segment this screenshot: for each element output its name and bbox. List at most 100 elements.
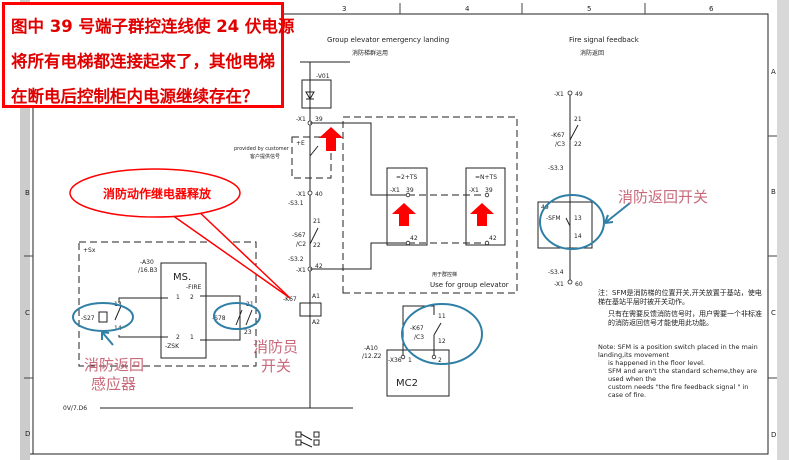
note-en-3: SFM and aren't the standard scheme,they … — [608, 367, 758, 383]
column-6: 6 — [709, 5, 714, 13]
page-edge-right — [777, 0, 789, 460]
arrow-icon — [604, 202, 631, 224]
k67-contact-ellipse — [401, 303, 483, 365]
sfm-label: -SFM — [546, 215, 561, 222]
fire-label: -FIRE — [186, 284, 202, 291]
callout-bubble: 消防动作继电器释放 — [69, 168, 291, 299]
note-en-4: custom needs "the fire feedback signal "… — [608, 383, 749, 399]
note-en-2: is happened in the floor level. — [608, 359, 705, 367]
k67-c22: 22 — [574, 141, 582, 148]
terminal-60: 60 — [575, 281, 583, 288]
note-cn-1: 注：SFM是消防梯的位置开关,开关放置于基站，使电梯在基站平层时被开关动作。 — [598, 289, 762, 306]
x1-39-label: -X1 — [296, 116, 306, 123]
terminal-39: 39 — [315, 116, 323, 123]
use-group-cn: 用于群控梯 — [432, 271, 457, 278]
question-box: 图中 39 号端子群控连线使 24 伏电源 将所有电梯都连接起来了，其他电梯 在… — [2, 2, 294, 108]
row-d-left: D — [25, 430, 30, 438]
v01-box — [301, 79, 332, 109]
column-3: 3 — [342, 5, 346, 13]
x36-p1: 1 — [408, 357, 412, 364]
terminal-40: 40 — [315, 191, 323, 198]
tsn-39: 39 — [485, 187, 493, 194]
sensor-label-1: 消防返回 — [84, 356, 144, 374]
row-b: B — [771, 188, 776, 196]
s34-label: -S3.4 — [548, 269, 564, 276]
ff-k67-ref: /C3 — [555, 141, 565, 148]
e-box-label: +E — [296, 140, 305, 147]
group-landing-title: Group elevator emergency landing — [327, 36, 449, 44]
group-elevator-box — [342, 116, 518, 294]
note-cn-2: 只有在需要反馈消防信号时，用户需要一个非标准的消防返回信号才能使用此功能。 — [608, 310, 762, 327]
ms-p2b: 2 — [190, 294, 194, 301]
row-c-left: C — [25, 309, 30, 317]
use-group-en: Use for group elevator — [430, 281, 509, 289]
fire-feedback-circuit: Fire signal feedback 消防返回 -X1 49 21 -K67… — [537, 36, 640, 288]
s78-label: -S78 — [212, 315, 226, 322]
mc2-k67-ref: /C3 — [414, 334, 424, 341]
ts2-x1: -X1 — [390, 187, 400, 194]
group-landing-title-cn: 消防梯群运用 — [352, 49, 388, 57]
row-c: C — [771, 309, 776, 317]
sx-box — [78, 241, 257, 367]
question-line: 将所有电梯都连接起来了，其他电梯 — [11, 52, 275, 71]
k67-a2: A2 — [312, 319, 320, 326]
fire-feedback-title: Fire signal feedback — [569, 36, 640, 44]
notes: 注：SFM是消防梯的位置开关,开关放置于基站，使电梯在基站平层时被开关动作。 只… — [598, 289, 764, 399]
x1-49-label: -X1 — [554, 91, 564, 98]
page-edge-left — [20, 0, 30, 460]
k67-a1: A1 — [312, 293, 320, 300]
x1-60-label: -X1 — [554, 281, 564, 288]
callout-text: 消防动作继电器释放 — [103, 186, 212, 201]
group-landing-circuit: Group elevator emergency landing 消防梯群运用 … — [63, 36, 518, 412]
diode-icon — [305, 91, 315, 101]
tsn-box — [465, 167, 506, 246]
return-switch-ellipse — [539, 194, 605, 250]
s67-ref: /C2 — [296, 241, 306, 248]
x1-40-label: -X1 — [296, 191, 306, 198]
a10-ref: /12.Z2 — [362, 353, 382, 360]
red-arrow-icon — [392, 203, 416, 226]
tsn-x1: -X1 — [469, 187, 479, 194]
s67-switch — [309, 227, 319, 245]
mc2-label: MC2 — [396, 378, 418, 389]
ff-k67-label: -K67 — [551, 132, 565, 139]
provided-by-customer-cn: 客户提供信号 — [250, 153, 280, 160]
sfm-c14: 14 — [574, 233, 582, 240]
s78-c23: 23 — [244, 329, 252, 336]
a10-label: -A10 — [364, 345, 378, 352]
row-a: A — [771, 68, 776, 76]
s67-c22: 22 — [313, 242, 321, 249]
s67-c21: 21 — [313, 218, 321, 225]
terminal-49: 49 — [575, 91, 583, 98]
s67-label: -S67 — [292, 232, 306, 239]
customer-contact — [309, 145, 319, 157]
sfm-c13: 13 — [574, 215, 582, 222]
fire-feedback-title-cn: 消防返回 — [580, 49, 604, 57]
row-ruler: A B C D B C D — [24, 68, 777, 439]
ov-label: 0V/7.D6 — [63, 405, 87, 412]
tsn-42: 42 — [489, 235, 497, 242]
mc2-k67-label: -K67 — [410, 325, 424, 332]
a30-ref: /16.B3 — [138, 267, 158, 274]
ts2-42: 42 — [410, 235, 418, 242]
row-d: D — [771, 431, 776, 439]
fireman-label-2: 开关 — [261, 357, 291, 375]
fireman-switch-ellipse — [213, 302, 261, 330]
contact-legend — [295, 431, 320, 448]
red-arrow-icon — [319, 127, 343, 151]
column-5: 5 — [587, 5, 591, 13]
ts2-39: 39 — [406, 187, 414, 194]
mc2-circuit: -A10 /12.Z2 -X36 1 2 -K67 /C3 11 12 MC2 — [362, 305, 450, 397]
return-switch-label: 消防返回开关 — [618, 188, 708, 206]
ts2-box — [386, 167, 428, 246]
ms-box — [160, 262, 207, 359]
sx-label: +Sx — [83, 247, 96, 254]
row-b-left: B — [25, 189, 30, 197]
s32-label: -S3.2 — [288, 256, 304, 263]
mc2-c11: 11 — [438, 313, 446, 320]
arrow-icon — [101, 331, 114, 346]
k67-coil — [299, 302, 322, 317]
terminal-42: 42 — [315, 263, 323, 270]
sensor-ellipse — [72, 302, 134, 332]
fireman-label-1: 消防员 — [253, 338, 298, 356]
